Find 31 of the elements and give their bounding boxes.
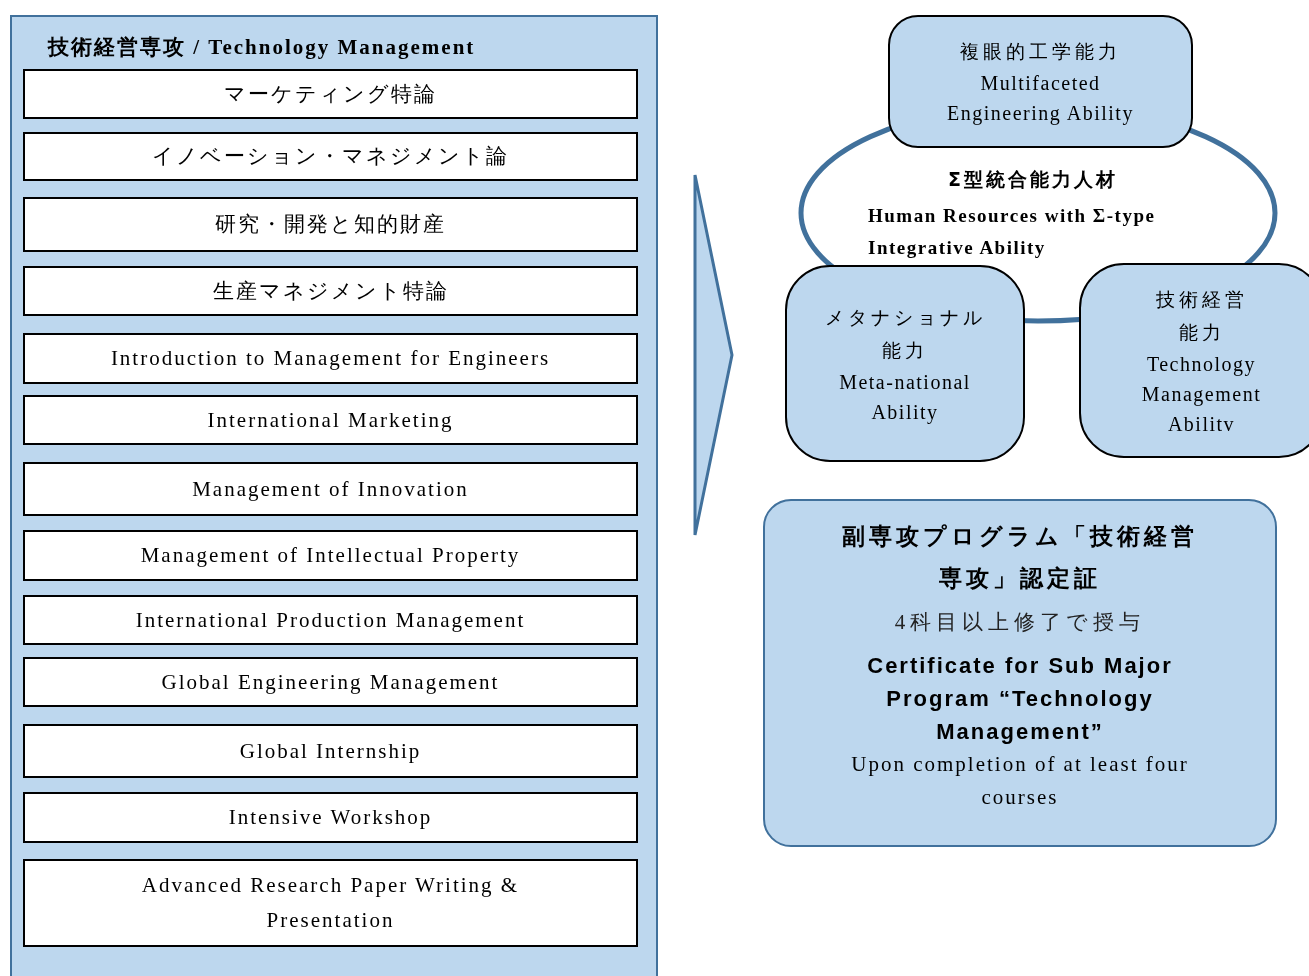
certificate-box <box>763 499 1277 847</box>
certificate-condition-english: Upon completion of at least four courses <box>850 751 1190 811</box>
ability-name-english: Technology Management Abilitv <box>1140 351 1263 437</box>
course-box: Global Internship <box>23 724 638 778</box>
course-box: International Production Management <box>23 595 638 645</box>
ability-name-english: Multifaceted Engineering Ability <box>946 71 1135 127</box>
course-box: Introduction to Management for Engineers <box>23 333 638 384</box>
course-box: Advanced Research Paper Writing & Presentation <box>23 859 638 947</box>
course-box: International Marketing <box>23 395 638 445</box>
course-box: マーケティング特論 <box>23 69 638 119</box>
panel-title: 技術経営専攻 / Technology Management <box>48 34 476 61</box>
course-box: イノベーション・マネジメント論 <box>23 132 638 181</box>
course-box: 研究・開発と知的財産 <box>23 197 638 252</box>
certificate-title-english: Certificate for Sub Major Program “Technology Management” <box>866 652 1174 746</box>
certificate-condition: 4科目以上修了で授与 <box>894 609 1146 636</box>
ability-name: 技術経営能力 <box>1154 286 1249 345</box>
ability-box <box>888 15 1193 148</box>
ability-box <box>785 265 1025 462</box>
ability-name: 複眼的工学能力 <box>960 39 1121 64</box>
ability-box <box>1079 263 1309 458</box>
course-box: Intensive Workshop <box>23 792 638 843</box>
ellipse-text: Human Resources with Σ-type Integrative Ability <box>868 204 1157 260</box>
program-panel <box>10 15 658 976</box>
ellipse-heading: Σ型統合能力人材 <box>948 167 1118 192</box>
course-box: Management of Intellectual Property <box>23 530 638 581</box>
certificate-title: 副専攻プログラム「技術経営専攻」認定証 <box>841 522 1199 593</box>
course-box: Management of Innovation <box>23 462 638 516</box>
ability-name-english: Meta-national Ability <box>838 369 972 426</box>
course-box: Global Engineering Management <box>23 657 638 707</box>
ability-name: メタナショナル能力 <box>823 304 987 363</box>
course-box: 生産マネジメント特論 <box>23 266 638 316</box>
